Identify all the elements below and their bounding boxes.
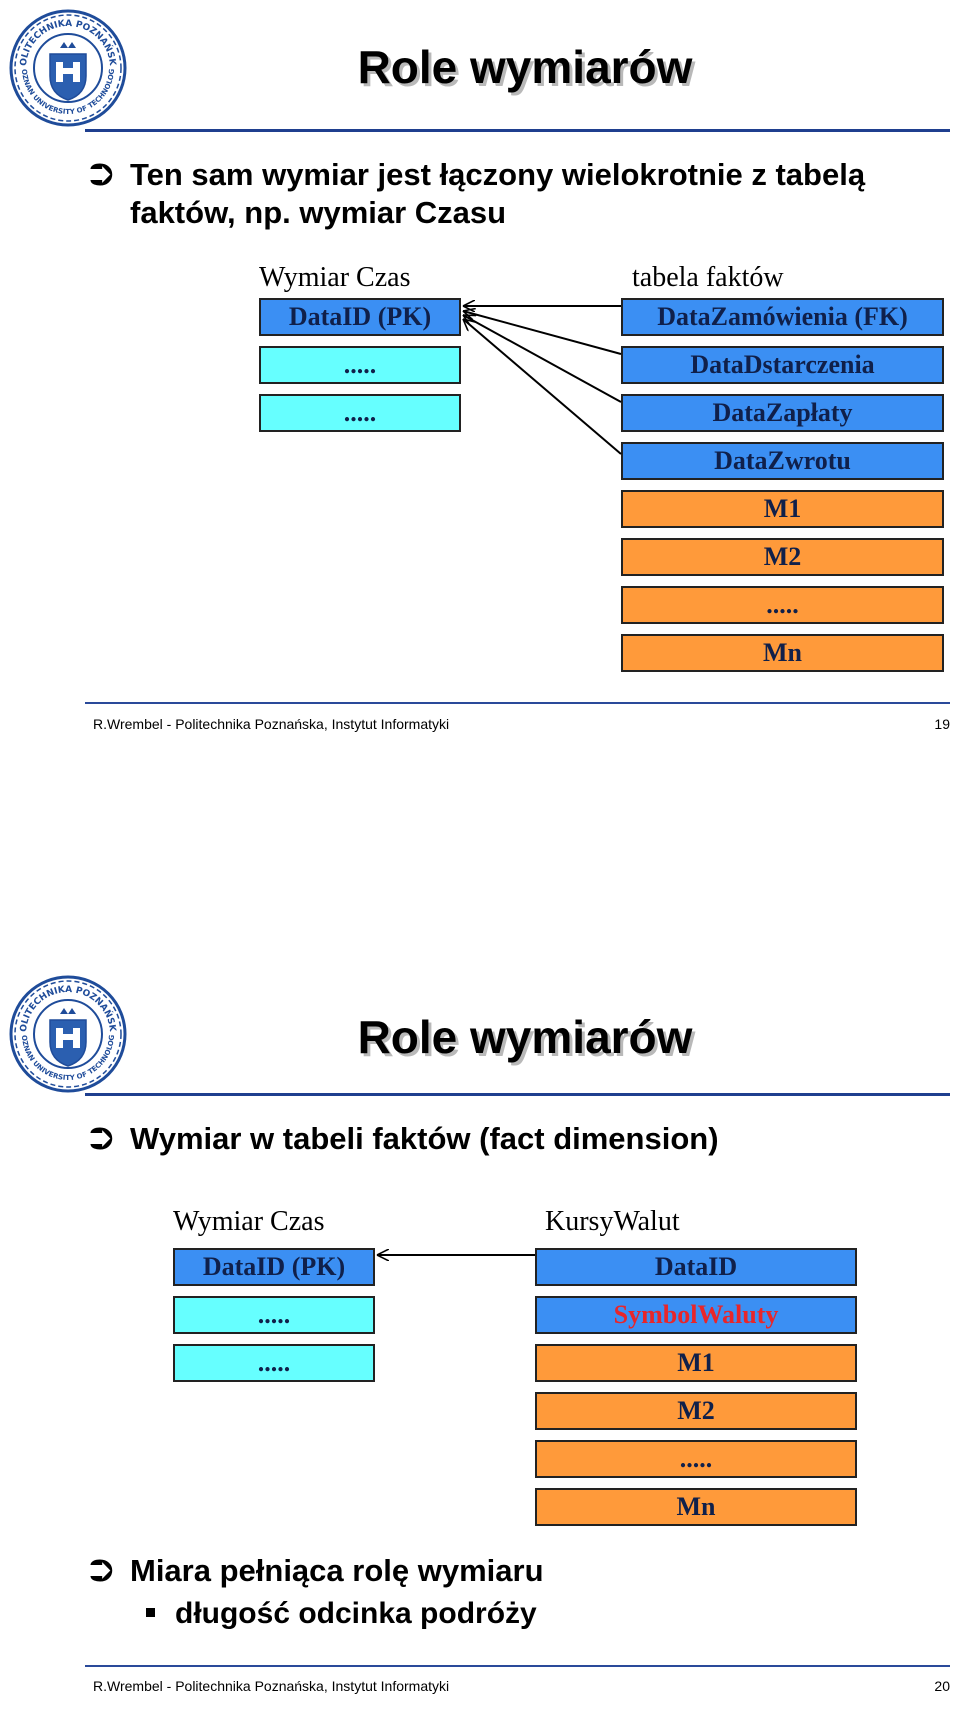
fact-measure-row: Mn [535, 1488, 857, 1526]
sub-bullet-text: długość odcinka podróży [175, 1597, 537, 1630]
bullet-point: ⮊ Ten sam wymiar jest łączony wielokrotni… [90, 156, 930, 232]
fact-fk-row: DataID [535, 1248, 857, 1286]
slide-title: Role wymiarów [357, 1011, 693, 1063]
page-number: 20 [934, 1678, 950, 1694]
footer-text: R.Wrembel - Politechnika Poznańska, Inst… [93, 716, 450, 732]
dimension-attribute-row: ..... [259, 346, 461, 384]
arrow-bullet-icon: ⮊ [90, 1123, 113, 1156]
fact-measure-row: ..... [621, 586, 944, 624]
slide-19: POLITECHNIKA POZNAŃSKA POZNAN UNIVERSITY… [0, 0, 960, 760]
fact-measure-row: M1 [535, 1344, 857, 1382]
university-logo: POLITECHNIKA POZNAŃSKA POZNAN UNIVERSITY… [8, 8, 127, 127]
dimension-table-label: Wymiar Czas [173, 1206, 325, 1237]
fact-measure-row: M2 [621, 538, 944, 576]
fact-measure-row: M2 [535, 1392, 857, 1430]
bullet-text: Ten sam wymiar jest łączony wielokrotnie… [130, 157, 866, 230]
fact-dimension-attribute-row: SymbolWaluty [535, 1296, 857, 1334]
bullet-point: ⮊ Wymiar w tabeli faktów (fact dimension) [90, 1120, 930, 1159]
fact-fk-row: DataZapłaty [621, 394, 944, 432]
fk-link-line [463, 319, 622, 455]
footer-divider [85, 1665, 950, 1667]
fact-measure-row: Mn [621, 634, 944, 672]
slide-title: Role wymiarów [357, 41, 693, 93]
fact-table-label: tabela faktów [632, 262, 784, 293]
fk-link-line [463, 311, 622, 355]
square-bullet-icon [146, 1607, 155, 1617]
fact-fk-row: DataZwrotu [621, 442, 944, 480]
dimension-attribute-row: ..... [173, 1344, 375, 1382]
fact-measure-row: M1 [621, 490, 944, 528]
footer-divider [85, 702, 950, 704]
bullet-point: ⮊ Miara pełniąca rolę wymiaru [90, 1552, 544, 1591]
dimension-table-label: Wymiar Czas [259, 262, 411, 293]
fact-fk-row: DataDstarczenia [621, 346, 944, 384]
dimension-attribute-row: ..... [173, 1296, 375, 1334]
footer-text: R.Wrembel - Politechnika Poznańska, Inst… [93, 1678, 450, 1694]
arrow-bullet-icon: ⮊ [90, 159, 113, 192]
page-number: 19 [934, 716, 950, 732]
fact-measure-row: ..... [535, 1440, 857, 1478]
title-divider [85, 1093, 950, 1096]
fact-table-label: KursyWalut [545, 1206, 680, 1237]
bullet-text: Wymiar w tabeli faktów (fact dimension) [130, 1121, 719, 1156]
relationship-arrows [0, 962, 535, 1722]
title-divider [85, 129, 950, 132]
fact-fk-row: DataZamówienia (FK) [621, 298, 944, 336]
bullet-text: Miara pełniąca rolę wymiaru [130, 1553, 544, 1588]
fk-link-line [463, 314, 622, 403]
relationship-arrows [0, 0, 622, 455]
sub-bullet-point: długość odcinka podróży [146, 1596, 537, 1632]
dimension-pk-row: DataID (PK) [259, 298, 461, 336]
dimension-pk-row: DataID (PK) [173, 1248, 375, 1286]
arrow-bullet-icon: ⮊ [90, 1555, 113, 1588]
dimension-attribute-row: ..... [259, 394, 461, 432]
slide-20: POLITECHNIKA POZNAŃSKA POZNAN UNIVERSITY… [0, 962, 960, 1722]
university-logo: POLITECHNIKA POZNAŃSKA POZNAN UNIVERSITY… [8, 974, 127, 1093]
